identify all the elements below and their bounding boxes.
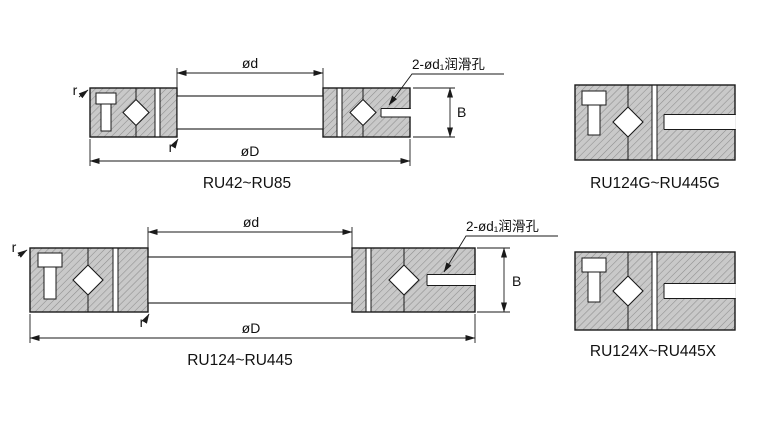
fillet-radius-callout: r <box>140 313 150 330</box>
seam-gap <box>337 88 342 137</box>
leader-line <box>388 73 504 106</box>
crossed-roller-icon <box>612 252 644 330</box>
bore-dimension-label: ød <box>243 214 259 230</box>
lube-hole-bore <box>381 108 412 117</box>
drawing-ru124g-ru445g: RU124G~RU445G <box>574 84 736 192</box>
crossed-roller-icon <box>388 248 420 312</box>
outer-dimension: øD <box>89 139 411 166</box>
mounting-hole <box>587 271 601 303</box>
bore-region <box>147 256 353 304</box>
lube-note-text: 2-ød₁润滑孔 <box>412 57 485 72</box>
seam-gap <box>652 252 657 330</box>
leader-line <box>78 89 89 99</box>
mounting-hole <box>587 104 601 136</box>
counterbore-hole <box>95 92 117 105</box>
leader-line <box>170 138 179 149</box>
leader-line <box>443 235 558 273</box>
leader-line <box>141 313 150 324</box>
width-dimension: B <box>477 247 521 313</box>
lube-hole-bore <box>427 274 476 286</box>
bore-region <box>176 95 324 130</box>
seam-gap <box>155 88 160 137</box>
lube-hole-bore <box>664 283 736 299</box>
model-range-caption: RU124X~RU445X <box>590 343 717 360</box>
counterbore-hole <box>581 90 607 106</box>
lubrication-hole <box>380 108 412 118</box>
outer-dimension-label: øD <box>241 143 260 159</box>
counterbore-hole <box>37 252 63 268</box>
ring-seam <box>651 252 658 330</box>
leader-line <box>17 249 28 258</box>
counterbore-hole <box>581 257 607 273</box>
lube-note-text: 2-ød₁润滑孔 <box>466 219 539 234</box>
bore-dimension: ød <box>176 55 324 92</box>
fillet-label: r <box>140 314 145 330</box>
crossed-roller-icon <box>72 248 104 312</box>
crossed-roller-icon <box>612 85 644 160</box>
outer-dimension-label: øD <box>242 320 261 336</box>
ring-seam <box>154 88 161 137</box>
outer-dimension: øD <box>29 314 476 343</box>
crossed-roller-icon <box>122 88 150 137</box>
lubrication-hole <box>663 114 736 130</box>
drawing-ru124-ru445: ød øD B r r 2-ød₁润滑孔 RU124~RU445 <box>12 214 558 369</box>
seam-gap <box>113 248 118 312</box>
seam-gap <box>652 85 657 160</box>
ring-seam <box>336 88 343 137</box>
lube-hole-bore <box>664 114 736 130</box>
mounting-hole <box>43 266 57 300</box>
drawing-ru42-ru85: ød øD B r r 2-ød₁润滑孔 RU42~RU <box>73 55 504 192</box>
width-dimension: B <box>413 87 466 138</box>
width-dimension-label: B <box>512 273 521 289</box>
fillet-label: r <box>169 139 174 155</box>
lubrication-note: 2-ød₁润滑孔 <box>388 57 504 106</box>
fillet-radius-callout: r <box>73 82 89 99</box>
fillet-radius-callout: r <box>169 138 179 155</box>
lubrication-note: 2-ød₁润滑孔 <box>443 219 558 273</box>
width-dimension-label: B <box>457 104 466 120</box>
lubrication-hole <box>663 283 736 299</box>
ring-seam <box>112 248 119 312</box>
lubrication-hole <box>426 274 476 286</box>
ring-seam <box>365 248 372 312</box>
bore-dimension: ød <box>147 214 353 253</box>
bore-dimension-label: ød <box>242 55 258 71</box>
model-range-caption: RU124~RU445 <box>187 352 293 369</box>
seam-gap <box>366 248 371 312</box>
drawing-ru124x-ru445x: RU124X~RU445X <box>574 251 736 360</box>
ring-seam <box>651 85 658 160</box>
model-range-caption: RU42~RU85 <box>203 175 291 192</box>
crossed-roller-icon <box>349 88 377 137</box>
fillet-radius-callout: r <box>12 239 28 258</box>
model-range-caption: RU124G~RU445G <box>590 175 720 192</box>
fillet-label: r <box>73 82 78 98</box>
fillet-label: r <box>12 239 17 255</box>
mounting-hole <box>100 103 112 132</box>
